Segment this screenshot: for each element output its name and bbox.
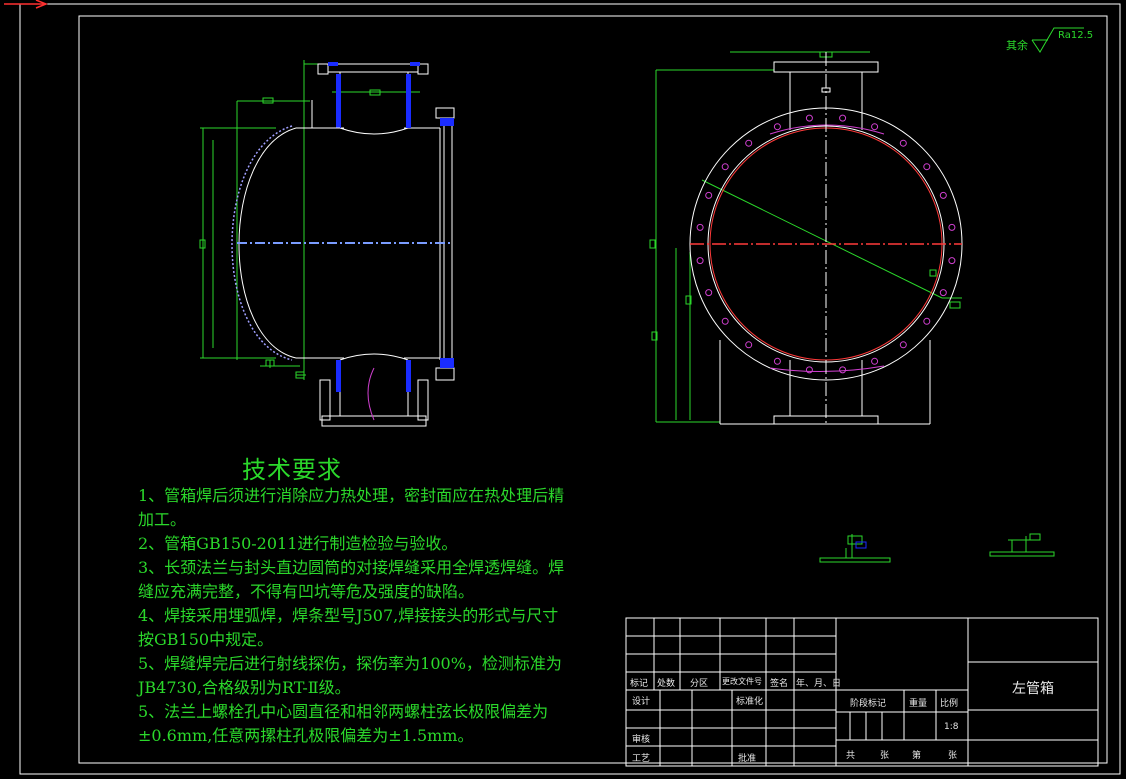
inner-border: [78, 15, 1108, 764]
title-block: [625, 617, 1099, 767]
top-nozzle: [311, 63, 440, 135]
bolt-hole: [939, 191, 947, 199]
bottom-nozzle-weld-left: [336, 360, 341, 392]
roughness-label: 其余: [1006, 38, 1028, 52]
header-signature: 签名: [770, 679, 789, 689]
bottom-nozzle: [312, 353, 440, 427]
bolt-hole: [745, 341, 753, 349]
bolt-hole: [696, 223, 704, 231]
requirement-line: JB4730,合格级别为RT-Ⅱ级。: [138, 678, 351, 697]
roughness-symbol: 其余 Ra12.5: [1006, 27, 1093, 53]
header-count: 处数: [657, 679, 676, 689]
requirement-line: 缝应充满完整，不得有凹坑等危及强度的缺陷。: [138, 582, 475, 601]
row-design: 设计: [632, 697, 651, 707]
sheets-unit-label: 张: [880, 751, 890, 761]
bolt-hole: [923, 317, 931, 325]
roughness-value: Ra12.5: [1058, 30, 1093, 41]
scale-value: 1:8: [944, 722, 959, 732]
header-change-doc: 更改文件号: [722, 677, 762, 686]
sheets-total-label: 共: [846, 751, 856, 761]
outer-border: [19, 3, 1121, 775]
requirement-line: ±0.6mm,任意两摞柱孔极限偏差为±1.5mm。: [138, 726, 474, 745]
sheet-unit-label: 张: [948, 751, 958, 761]
bolt-hole-pattern: [696, 114, 956, 374]
header-mark: 标记: [630, 679, 649, 689]
row-review: 审核: [632, 735, 651, 745]
bolt-hole: [805, 366, 813, 374]
bolt-hole: [773, 357, 781, 365]
tech-requirements-list: 1、管箱焊后须进行消除应力热处理，密封面应在热处理后精 加工。 2、管箱GB15…: [138, 484, 648, 748]
bolt-hole: [839, 366, 847, 374]
row-approve: 批准: [738, 754, 757, 764]
bolt-hole: [721, 317, 729, 325]
row-standard: 标准化: [736, 697, 764, 707]
requirement-line: 2、管箱GB150-2011进行制造检验与验收。: [138, 534, 458, 553]
bolt-hole: [899, 341, 907, 349]
top-nozzle-weld-left: [336, 74, 341, 128]
requirement-line: 1、管箱焊后须进行消除应力热处理，密封面应在热处理后精: [138, 486, 565, 505]
requirement-line: 4、焊接采用埋弧焊，焊条型号J507,焊接接头的形式与尺寸: [138, 606, 559, 625]
tech-requirements-title: 技术要求: [242, 456, 342, 484]
flange-face-weld-top: [440, 118, 454, 126]
flange-face-weld-bottom: [440, 358, 454, 368]
bolt-hole: [839, 114, 847, 122]
bolt-circle-arc-top: [769, 124, 885, 135]
top-flange-weld-right: [410, 62, 420, 66]
requirement-line: 5、焊缝焊完后进行射线探伤，探伤率为100%，检测标准为: [138, 654, 562, 673]
bolt-hole: [948, 223, 956, 231]
front-dimensions: [199, 60, 420, 390]
stage-mark: 阶段标记: [850, 699, 887, 709]
top-flange-weld-left: [328, 62, 338, 66]
bottom-nozzle-centerline: [367, 367, 375, 421]
top-nozzle-weld-right: [406, 74, 411, 128]
end-dimensions: [649, 51, 962, 423]
requirement-line: 加工。: [138, 510, 187, 529]
bolt-hole: [773, 123, 781, 131]
bolt-hole: [705, 191, 713, 199]
bolt-hole: [696, 257, 704, 265]
header-zone: 分区: [690, 679, 709, 689]
bolt-hole: [745, 139, 753, 147]
orientation-arrow: [35, 0, 49, 9]
bolt-hole: [948, 257, 956, 265]
bolt-hole: [705, 289, 713, 297]
bolt-hole: [939, 289, 947, 297]
row-process: 工艺: [632, 754, 651, 764]
bolt-hole: [805, 114, 813, 122]
requirement-line: 3、长颈法兰与封头直边圆筒的对接焊缝采用全焊透焊缝。焊: [138, 558, 565, 577]
elliptical-head-weld: [231, 125, 293, 361]
end-view: [649, 51, 963, 425]
drawing-name: 左管箱: [1012, 681, 1054, 697]
bottom-nozzle-weld-right: [406, 360, 411, 392]
scale-label: 比例: [940, 699, 959, 709]
bolt-hole: [871, 123, 879, 131]
header-date: 年、月、日: [796, 679, 842, 689]
bolt-hole: [923, 163, 931, 171]
requirement-line: 按GB150中规定。: [138, 630, 274, 649]
weight-label: 重量: [909, 699, 928, 709]
bolt-hole: [899, 139, 907, 147]
weld-detail-a: [819, 534, 891, 563]
sheet-number-label: 第: [912, 751, 922, 761]
end-bottom-nozzle: [719, 340, 931, 425]
requirement-line: 5、法兰上螺栓孔中心圆直径和相邻两螺柱弦长极限偏差为: [138, 702, 549, 721]
weld-detail-b: [989, 533, 1055, 557]
front-view: [199, 60, 455, 427]
bolt-circle-arc-bottom: [769, 365, 885, 373]
bolt-hole: [871, 357, 879, 365]
bolt-hole: [721, 163, 729, 171]
